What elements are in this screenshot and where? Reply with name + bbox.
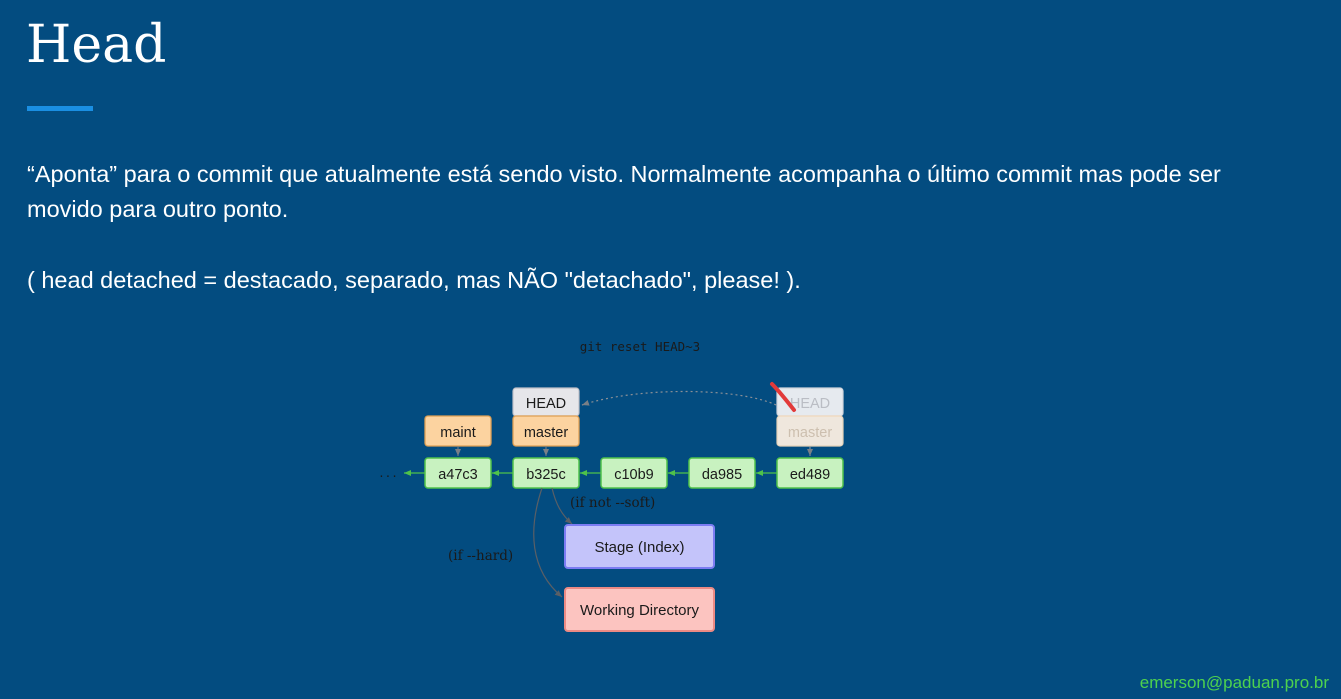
commit-label: b325c — [526, 467, 566, 483]
branch-maint: maint — [424, 415, 492, 447]
author-email: emerson@paduan.pro.br — [1139, 673, 1329, 692]
head-move-arrow — [581, 390, 777, 406]
working-directory-box: Working Directory — [564, 587, 715, 632]
stage-reset-arrow — [551, 487, 573, 525]
strike-mark — [770, 382, 796, 412]
stage-index-label: Stage (Index) — [594, 539, 684, 556]
branch-label: master — [524, 425, 568, 441]
working-directory-label: Working Directory — [580, 602, 699, 619]
commit-b325c: b325c — [512, 457, 580, 489]
commit-c10b9: c10b9 — [600, 457, 668, 489]
commit-ed489: ed489 — [776, 457, 844, 489]
if-hard-label: (if --hard) — [448, 548, 513, 564]
head-box: HEAD — [512, 387, 580, 417]
slide-title: Head — [26, 15, 167, 75]
commit-da985: da985 — [688, 457, 756, 489]
head-label: HEAD — [526, 396, 566, 412]
commit-label: c10b9 — [614, 467, 654, 483]
branch-master: master — [512, 415, 580, 447]
workdir-reset-arrow — [533, 487, 563, 598]
commit-a47c3: a47c3 — [424, 457, 492, 489]
old-head-label: HEAD — [790, 396, 830, 412]
head-detached-note: ( head detached = destacado, separado, m… — [27, 267, 801, 293]
old-branch-label: master — [788, 425, 832, 441]
if-not-soft-label: (if not --soft) — [570, 495, 655, 511]
commit-label: a47c3 — [438, 467, 478, 483]
description-paragraph: “Aponta” para o commit que atualmente es… — [27, 161, 1221, 222]
title-underline — [27, 106, 93, 111]
stage-index-box: Stage (Index) — [564, 524, 715, 569]
commit-label: da985 — [702, 467, 742, 483]
history-ellipsis: ... — [378, 467, 398, 480]
commit-label: ed489 — [790, 467, 830, 483]
old-branch-master: master — [776, 415, 844, 447]
branch-label: maint — [440, 425, 475, 441]
reset-command: git reset HEAD~3 — [580, 339, 700, 354]
